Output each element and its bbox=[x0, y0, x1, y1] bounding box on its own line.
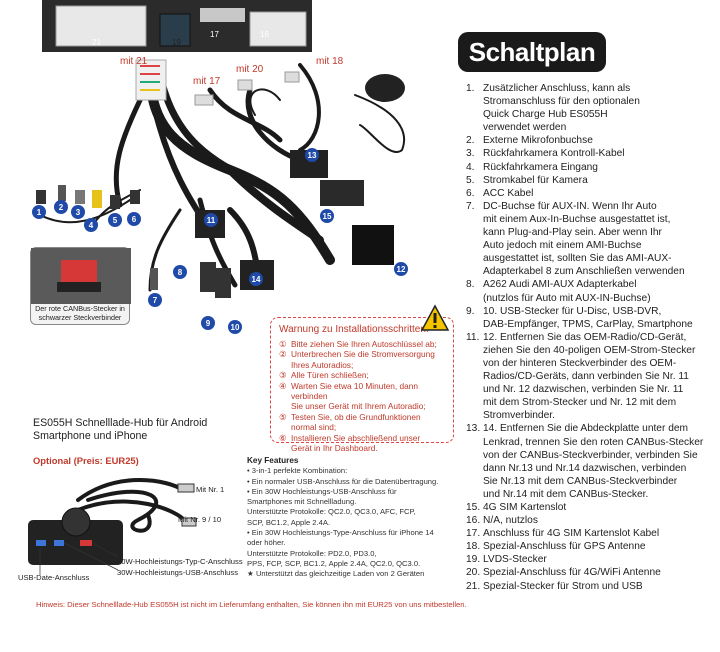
wiring-drawing bbox=[36, 0, 406, 298]
legend-item: 20.Spezial-Anschluss für 4G/WiFi Antenne bbox=[466, 567, 661, 579]
hub-drawing bbox=[28, 478, 197, 575]
badge-12: 12 bbox=[394, 262, 408, 276]
sim-slot-15 bbox=[320, 180, 364, 206]
feature-item: ★ Unterstützt das gleichzeitige Laden vo… bbox=[247, 569, 425, 579]
badge-3: 3 bbox=[71, 205, 85, 219]
feature-item: • Ein normaler USB-Anschluss für die Dat… bbox=[247, 476, 439, 486]
legend-item: 4.Rückfahrkamera Eingang bbox=[466, 161, 598, 173]
label-mit-21: mit 21 bbox=[120, 56, 148, 67]
page-title: Schaltplan bbox=[458, 32, 606, 72]
key-features: Key Features • 3-in-1 perfekte Kombinati… bbox=[247, 456, 447, 580]
label-usb30-port: 30W-Hochleistungs-USB-Anschluss bbox=[117, 568, 238, 577]
legend-item: 19.LVDS-Stecker bbox=[466, 554, 547, 566]
legend-item: 3.Rückfahrkamera Kontroll-Kabel bbox=[466, 148, 625, 160]
label-mit-20: mit 20 bbox=[236, 64, 264, 75]
connector-19 bbox=[159, 13, 191, 47]
legend-item: 8.A262 Audi AMI-AUX Adapterkabel (nutzlo… bbox=[466, 279, 651, 304]
usb-connector-10 bbox=[215, 268, 231, 298]
badge-7: 7 bbox=[148, 293, 162, 307]
legend-item: 9.10. USB-Stecker für U-Disc, USB-DVR, D… bbox=[466, 305, 693, 330]
legend-item: 17.Anschluss für 4G SIM Kartenslot Kabel bbox=[466, 528, 660, 540]
badge-9: 9 bbox=[201, 316, 215, 330]
badge-8: 8 bbox=[173, 265, 187, 279]
legend-item: 6.ACC Kabel bbox=[466, 187, 534, 199]
label-16: 16 bbox=[260, 30, 269, 39]
hub-price: Optional (Preis: EUR25) bbox=[33, 455, 139, 466]
connector-21 bbox=[55, 5, 147, 47]
legend-item: 18.Spezial-Anschluss für GPS Antenne bbox=[466, 541, 646, 553]
badge-6: 6 bbox=[127, 212, 141, 226]
warning-title: Warnung zu Installationsschritten: bbox=[279, 324, 429, 335]
connector-17 bbox=[200, 8, 245, 22]
legend-item: 21.Spezial-Stecker für Strom und USB bbox=[466, 580, 643, 592]
feature-item: • Ein 30W Hochleistungs-Type-Anschluss f… bbox=[247, 528, 434, 568]
features-heading: Key Features bbox=[247, 456, 299, 465]
label-mit-nr1: Mit Nr. 1 bbox=[196, 485, 225, 494]
canbus-inset-photo bbox=[30, 247, 131, 325]
badge-10: 10 bbox=[228, 320, 242, 334]
label-typec-port: 30W-Hochleistungs-Typ-C-Anschluss bbox=[117, 557, 243, 566]
badge-1: 1 bbox=[32, 205, 46, 219]
legend-list: 1.Zusätzlicher Anschluss, kann als Strom… bbox=[466, 82, 716, 593]
legend-item: 16.N/A, nutzlos bbox=[466, 515, 538, 527]
connector-16 bbox=[249, 11, 307, 47]
usb-connector-9 bbox=[200, 262, 216, 292]
wiring-diagram: 21 19 17 16 mit 21 mit 17 mit 20 mit 18 … bbox=[0, 0, 455, 340]
badge-11: 11 bbox=[204, 213, 218, 227]
badge-14: 14 bbox=[249, 272, 263, 286]
label-21: 21 bbox=[92, 38, 101, 47]
badge-13: 13 bbox=[305, 148, 319, 162]
label-mit-17: mit 17 bbox=[193, 76, 221, 87]
legend-item: 5.Stromkabel für Kamera bbox=[466, 174, 588, 186]
legend-item: 7.DC-Buchse für AUX-IN. Wenn Ihr Auto mi… bbox=[466, 200, 685, 278]
badge-2: 2 bbox=[54, 200, 68, 214]
feature-item: • 3-in-1 perfekte Kombination: bbox=[247, 466, 348, 476]
badge-5: 5 bbox=[108, 213, 122, 227]
warning-triangle-icon bbox=[420, 304, 450, 331]
legend-item: 15.4G SIM Kartenslot bbox=[466, 502, 567, 513]
legend-item: 2.Externe Mikrofonbuchse bbox=[466, 135, 593, 147]
inset-caption: Der rote CANBus-Stecker in schwarzer Ste… bbox=[35, 304, 125, 322]
hub-title: ES055H Schnelllade-Hub für Android Smart… bbox=[33, 417, 208, 442]
legend-item: 1.Zusätzlicher Anschluss, kann als Strom… bbox=[466, 83, 640, 134]
feature-item: • Ein 30W Hochleistungs-USB-Anschluss fü… bbox=[247, 486, 416, 527]
badge-4: 4 bbox=[84, 218, 98, 232]
label-19: 19 bbox=[172, 38, 181, 47]
label-mit-18: mit 18 bbox=[316, 56, 344, 67]
legend-item: 11.12. Entfernen Sie das OEM-Radio/CD-Ge… bbox=[466, 331, 696, 422]
connector-12 bbox=[352, 225, 394, 265]
legend-item: 13.14. Entfernen Sie die Abdeckplatte un… bbox=[466, 423, 704, 500]
label-17-top: 17 bbox=[210, 30, 219, 39]
badge-15: 15 bbox=[320, 209, 334, 223]
footer-note: Hinweis: Dieser Schnelllade-Hub ES055H i… bbox=[36, 600, 467, 609]
label-usb-data-port: USB-Date-Anschluss bbox=[18, 573, 90, 582]
label-mit-nr910: Mit Nr. 9 / 10 bbox=[178, 515, 222, 524]
gps-antenna bbox=[365, 74, 405, 102]
